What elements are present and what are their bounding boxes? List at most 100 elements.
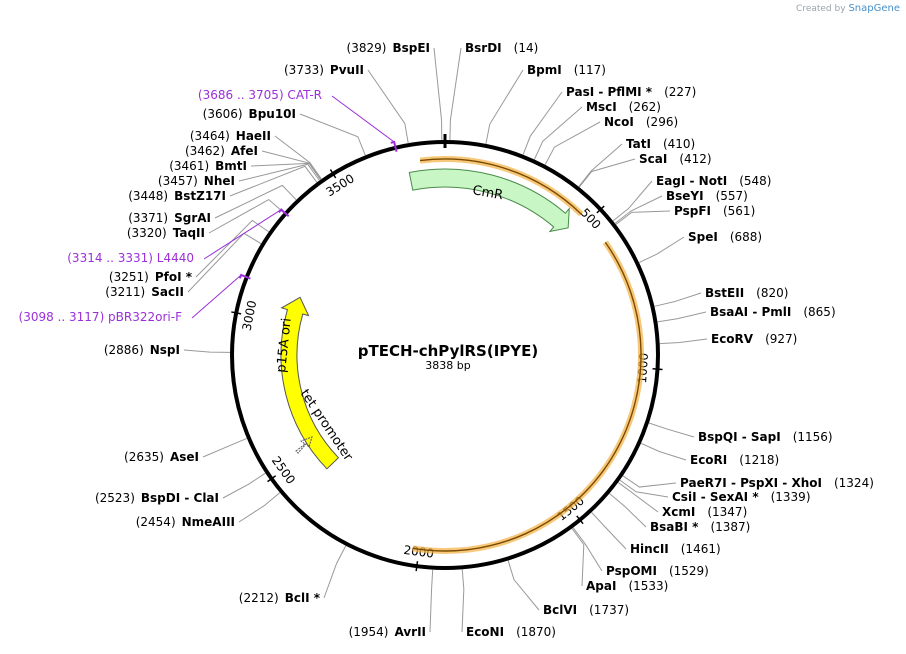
restriction-site-label[interactable]: PspFI(561) [674,204,755,218]
restriction-site-label[interactable]: (2635)AseI [124,450,199,464]
site-leader-line [202,437,248,458]
site-position: (3448) [128,189,168,203]
restriction-site-label[interactable]: EcoNI(1870) [466,625,556,639]
site-leader-line [591,512,627,550]
site-leader-line [578,158,636,188]
site-position: (1533) [628,579,668,593]
site-name: HincII [630,542,669,556]
orf-arc[interactable] [412,240,644,554]
site-position: (1461) [681,542,721,556]
site-name: BsaBI * [650,520,699,534]
restriction-site-label[interactable]: CsiI - SexAI *(1339) [672,490,811,504]
site-name: Bpu10I [249,107,296,121]
site-position: (688) [730,230,762,244]
restriction-site-label[interactable]: SpeI(688) [688,230,762,244]
site-position: (1218) [739,453,779,467]
snapgene-credit: Created by SnapGene [796,3,900,14]
site-name: BstZ17I [174,189,226,203]
orf-arc-top-core [419,158,582,215]
restriction-site-label[interactable]: BspQI - SapI(1156) [698,430,833,444]
site-position: (14) [514,41,539,55]
restriction-site-label[interactable]: (3733)PvuII [284,63,364,77]
restriction-site-label[interactable]: EcoRI(1218) [690,453,779,467]
primer-label[interactable]: (3686 .. 3705) CAT-R [198,88,322,102]
restriction-site-label[interactable]: BsaBI * (1387) [650,520,750,534]
site-name: PfoI * [155,270,193,284]
promoter-icon[interactable] [295,436,313,454]
restriction-site-label[interactable]: (3320)TaqII [127,226,205,240]
site-leader-line [614,195,663,224]
restriction-site-label[interactable]: PspOMI(1529) [606,564,709,578]
restriction-site-label[interactable]: ScaI(412) [639,152,712,166]
site-leader-line [208,198,285,234]
site-leader-line [572,527,603,572]
restriction-site-label[interactable]: (3251) PfoI * [109,270,193,284]
site-leader-lines [183,47,708,633]
primer-label[interactable]: (3314 .. 3331) L4440 [67,251,194,265]
restriction-site-label[interactable]: ApaI(1533) [586,579,668,593]
restriction-site-label[interactable]: (3448) BstZ17I [128,189,226,203]
restriction-site-label[interactable]: (2523) BspDI - ClaI [95,491,219,505]
restriction-site-label[interactable]: BseYI(557) [666,189,748,203]
restriction-site-label[interactable]: BstEII(820) [705,286,788,300]
site-leader-line [274,135,322,180]
primer-label[interactable]: (3098 .. 3117) pBR322ori-F [19,310,183,324]
restriction-site-label[interactable]: (3464)HaeII [190,129,271,143]
restriction-site-label[interactable]: BclVI(1737) [543,603,629,617]
site-name: BspDI - ClaI [141,491,219,505]
restriction-site-label[interactable]: (3829)BspEI [347,41,430,55]
ori-feature-arrow[interactable] [280,296,340,470]
site-leader-line [229,165,318,197]
ruler-tick [231,311,242,315]
cmr-feature-arrow[interactable] [408,168,570,233]
site-name: BseYI [666,189,704,203]
site-position: (1339) [771,490,811,504]
site-leader-line [648,422,695,438]
restriction-site-label[interactable]: EcoRV(927) [711,332,797,346]
restriction-site-label[interactable]: HincII (1461) [630,542,721,556]
site-name: PasI - PflMI * [566,85,653,99]
restriction-site-label[interactable]: BsaAI - PmlI(865) [710,305,836,319]
site-position: (227) [664,85,696,99]
restriction-site-label[interactable]: (3457)NheI [158,174,235,188]
restriction-site-label[interactable]: (2212)BclI * [239,591,321,605]
restriction-site-label[interactable]: (3606)Bpu10I [203,107,296,121]
restriction-site-label[interactable]: PaeR7I - PspXI - XhoI(1324) [680,476,874,490]
site-position: (1324) [834,476,874,490]
restriction-site-label[interactable]: (2454)NmeAIII [136,515,235,529]
restriction-site-label[interactable]: TatI(410) [626,137,695,151]
restriction-site-label[interactable]: XcmI(1347) [662,505,747,519]
restriction-site-label[interactable]: EagI - NotI(548) [656,174,771,188]
restriction-site-label[interactable]: (3371)SgrAI [128,211,211,225]
primer-leader-line [203,209,282,260]
site-position: (3251) [109,270,149,284]
site-position: (1387) [710,520,750,534]
restriction-site-label[interactable]: (1954)AvrII [349,625,426,639]
restriction-site-label[interactable]: BsrDI(14) [465,41,538,55]
restriction-site-label[interactable]: NcoI(296) [604,115,678,129]
site-leader-line [654,292,702,307]
plasmid-name: pTECH-chPylRS(IPYE) [358,342,539,360]
site-position: (3371) [128,211,168,225]
restriction-site-label[interactable]: (2886)NspI [104,343,180,357]
site-position: (2523) [95,491,135,505]
restriction-site-label[interactable]: MscI(262) [586,100,661,114]
site-leader-line [612,180,653,222]
restriction-site-label[interactable]: (3462)AfeI [185,144,258,158]
site-position: (117) [574,63,606,77]
site-name: EagI - NotI [656,174,727,188]
restriction-site-label[interactable]: (3211)SacII [105,285,184,299]
site-leader-line [195,219,270,278]
site-name: NmeAIII [182,515,235,529]
restriction-site-label[interactable]: BpmI(117) [527,63,606,77]
site-name: BsaAI - PmlI [710,305,791,319]
site-position: (3829) [347,41,387,55]
restriction-site-label[interactable]: PasI - PflMI * (227) [566,85,696,99]
site-leader-line [522,91,563,155]
site-name: ScaI [639,152,667,166]
restriction-site-label[interactable]: (3461)BmtI [169,159,247,173]
ruler-tick [415,561,419,572]
site-leader-line [183,349,231,353]
site-leader-line [657,311,707,323]
site-position: (1870) [516,625,556,639]
